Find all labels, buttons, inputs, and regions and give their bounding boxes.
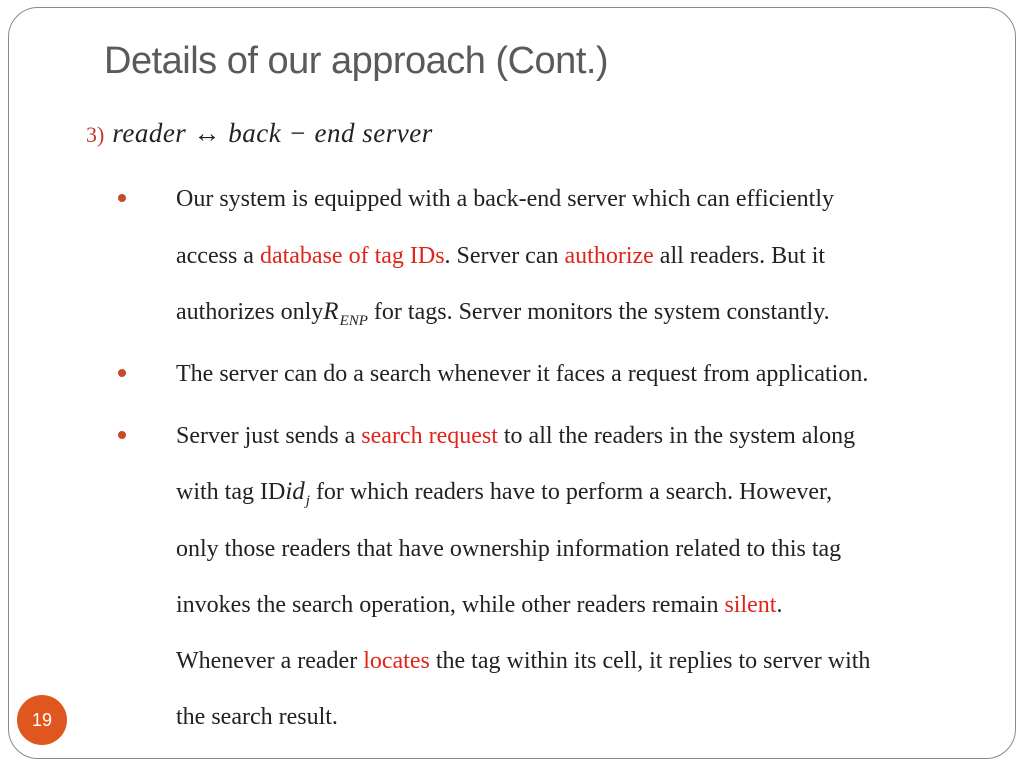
slide-frame: [8, 7, 1016, 759]
page-number-badge: 19: [17, 695, 67, 745]
slide-title: Details of our approach (Cont.): [104, 40, 609, 82]
sub-heading-number: 3): [86, 122, 105, 147]
sub-heading-formula: reader ↔ back − end server: [112, 118, 433, 148]
sub-heading: 3) reader ↔ back − end server: [86, 118, 433, 149]
